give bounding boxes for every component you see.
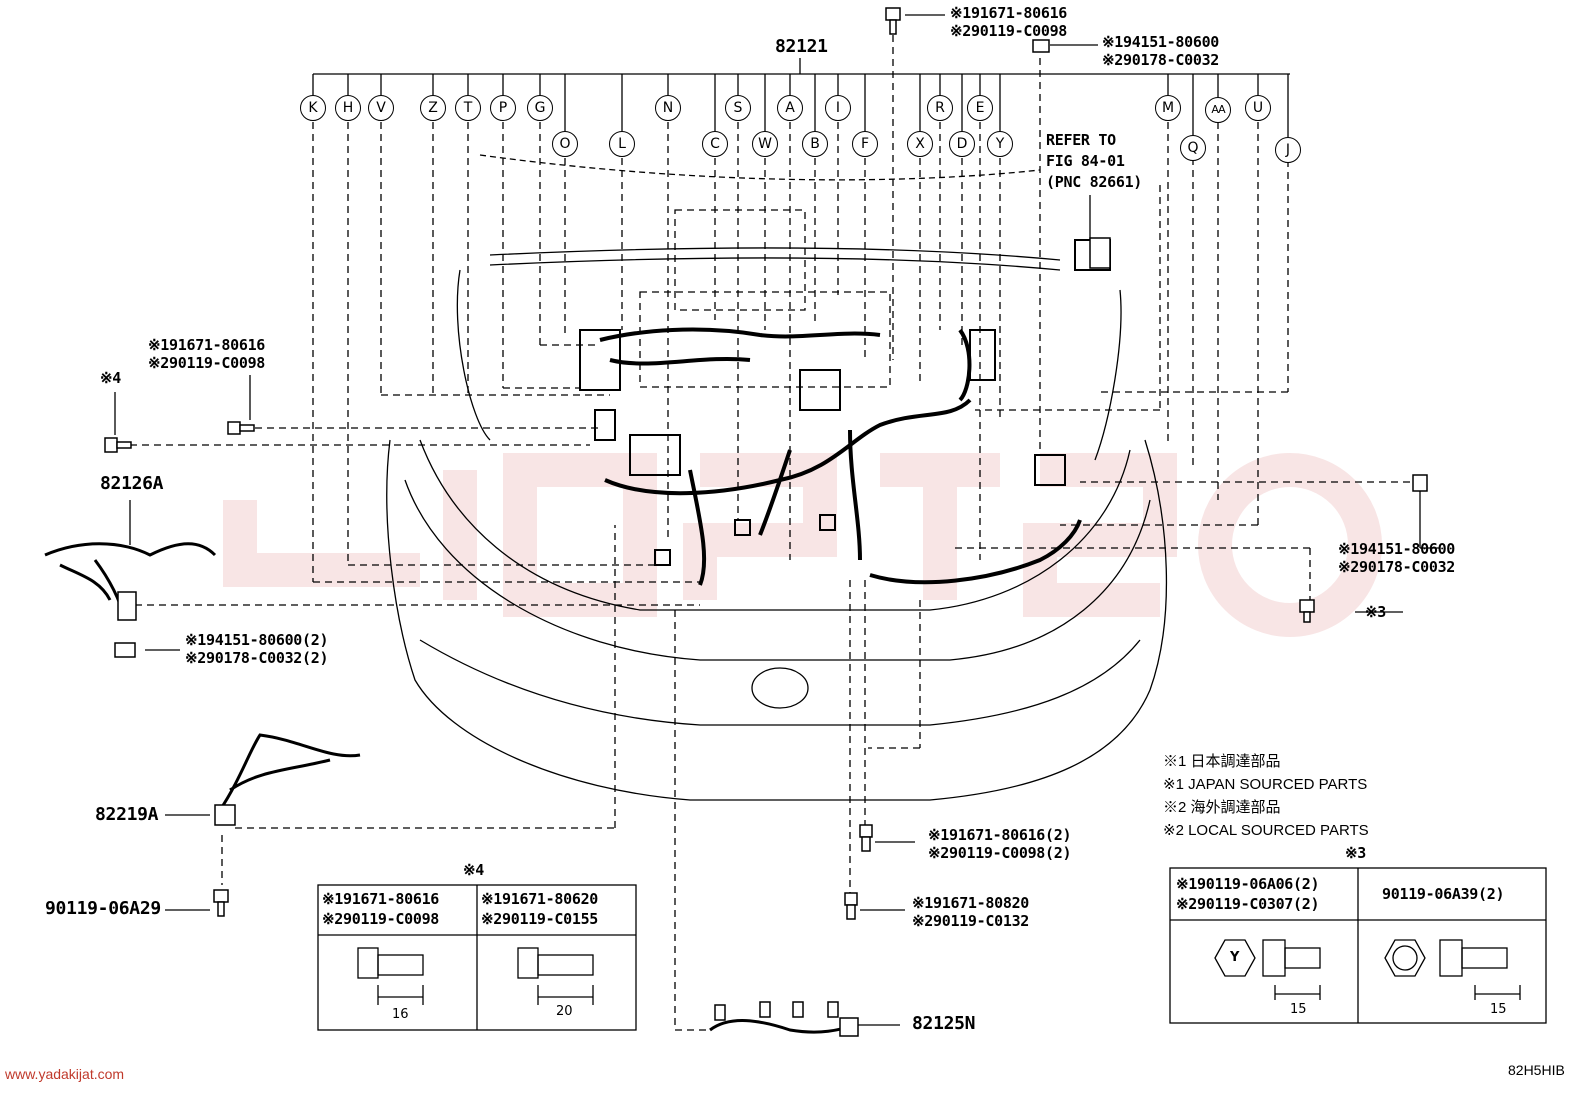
left-bolt-label-2: ※290119-C0098 bbox=[148, 354, 266, 372]
callout-w: W bbox=[752, 131, 778, 157]
callout-v: V bbox=[368, 95, 394, 121]
callout-b: B bbox=[802, 131, 828, 157]
part-number-82125N: 82125N bbox=[912, 1013, 976, 1034]
table4-col1-dimension: 16 bbox=[392, 1007, 409, 1022]
refer-line-2: FIG 84-01 bbox=[1046, 152, 1125, 170]
callout-d: D bbox=[949, 131, 975, 157]
refer-line-1: REFER TO bbox=[1046, 131, 1116, 149]
table-note4-frame bbox=[317, 884, 637, 1031]
callout-t: T bbox=[455, 95, 481, 121]
top-nut-label-2: ※290178-C0032 bbox=[1102, 51, 1220, 69]
callout-k: K bbox=[300, 95, 326, 121]
website-link[interactable]: www.yadakijat.com bbox=[5, 1066, 125, 1082]
callout-e: E bbox=[967, 95, 993, 121]
callout-x: X bbox=[907, 131, 933, 157]
drawing-code: 82H5HIB bbox=[1508, 1062, 1565, 1078]
callout-z: Z bbox=[420, 95, 446, 121]
callout-i: I bbox=[825, 95, 851, 121]
callout-c: C bbox=[702, 131, 728, 157]
callout-n: N bbox=[655, 95, 681, 121]
callout-o: O bbox=[552, 131, 578, 157]
table-note3-frame bbox=[1169, 867, 1547, 1024]
part-number-82126A: 82126A bbox=[100, 473, 164, 494]
callout-y: Y bbox=[987, 131, 1013, 157]
table4-title: ※4 bbox=[463, 861, 484, 879]
legend-line-4: ※2 LOCAL SOURCED PARTS bbox=[1163, 822, 1369, 839]
callout-s: S bbox=[725, 95, 751, 121]
legend-line-1: ※1 日本調達部品 bbox=[1163, 753, 1281, 770]
table4-col2-dimension: 20 bbox=[556, 1004, 573, 1019]
watermark-logo bbox=[223, 453, 1382, 637]
callout-g: G bbox=[527, 95, 553, 121]
callout-q: Q bbox=[1180, 135, 1206, 161]
part-number-82219A: 82219A bbox=[95, 804, 159, 825]
table3-col1-dimension: 15 bbox=[1290, 1002, 1307, 1017]
center-bolt-label-1: ※191671-80616(2) bbox=[928, 826, 1072, 844]
callout-p: P bbox=[490, 95, 516, 121]
part-number-90119-06A29: 90119-06A29 bbox=[45, 898, 161, 919]
callout-f: F bbox=[852, 131, 878, 157]
left-bolt-label-1: ※191671-80616 bbox=[148, 336, 266, 354]
callout-h: H bbox=[335, 95, 361, 121]
table3-col2-line1: 90119-06A39(2) bbox=[1382, 885, 1505, 903]
callout-u: U bbox=[1245, 95, 1271, 121]
table3-title: ※3 bbox=[1345, 844, 1366, 862]
center-bolt-label-2: ※290119-C0098(2) bbox=[928, 844, 1072, 862]
refer-line-3: (PNC 82661) bbox=[1046, 173, 1143, 191]
left-nut-label-2: ※290178-C0032(2) bbox=[185, 649, 329, 667]
callout-a: A bbox=[777, 95, 803, 121]
part-number-82121: 82121 bbox=[775, 36, 828, 57]
right-nut-label-2: ※290178-C0032 bbox=[1338, 558, 1456, 576]
lower-bolt-label-1: ※191671-80820 bbox=[912, 894, 1030, 912]
callout-j: J bbox=[1275, 137, 1301, 163]
table4-col2-line2: ※290119-C0155 bbox=[481, 910, 599, 928]
note3-mark: ※3 bbox=[1365, 603, 1386, 621]
left-nut-label-1: ※194151-80600(2) bbox=[185, 631, 329, 649]
table3-col1-mark: Y bbox=[1230, 950, 1240, 965]
right-nut-label-1: ※194151-80600 bbox=[1338, 540, 1456, 558]
fastener-icons bbox=[44, 7, 1428, 1037]
top-bolt-label-2: ※290119-C0098 bbox=[950, 22, 1068, 40]
callout-l: L bbox=[609, 131, 635, 157]
legend-line-2: ※1 JAPAN SOURCED PARTS bbox=[1163, 776, 1368, 793]
table3-col2-dimension: 15 bbox=[1490, 1002, 1507, 1017]
table4-col1-line2: ※290119-C0098 bbox=[322, 910, 440, 928]
callout-r: R bbox=[927, 95, 953, 121]
note4-mark: ※4 bbox=[100, 369, 121, 387]
table4-col2-line1: ※191671-80620 bbox=[481, 890, 599, 908]
table3-col1-line1: ※190119-06A06(2) bbox=[1176, 875, 1320, 893]
callout-m: M bbox=[1155, 95, 1181, 121]
top-bolt-label-1: ※191671-80616 bbox=[950, 4, 1068, 22]
callout-aa: AA bbox=[1205, 97, 1231, 123]
legend-line-3: ※2 海外調達部品 bbox=[1163, 799, 1281, 816]
top-nut-label-1: ※194151-80600 bbox=[1102, 33, 1220, 51]
table3-col1-line2: ※290119-C0307(2) bbox=[1176, 895, 1320, 913]
lower-bolt-label-2: ※290119-C0132 bbox=[912, 912, 1030, 930]
table4-col1-line1: ※191671-80616 bbox=[322, 890, 440, 908]
